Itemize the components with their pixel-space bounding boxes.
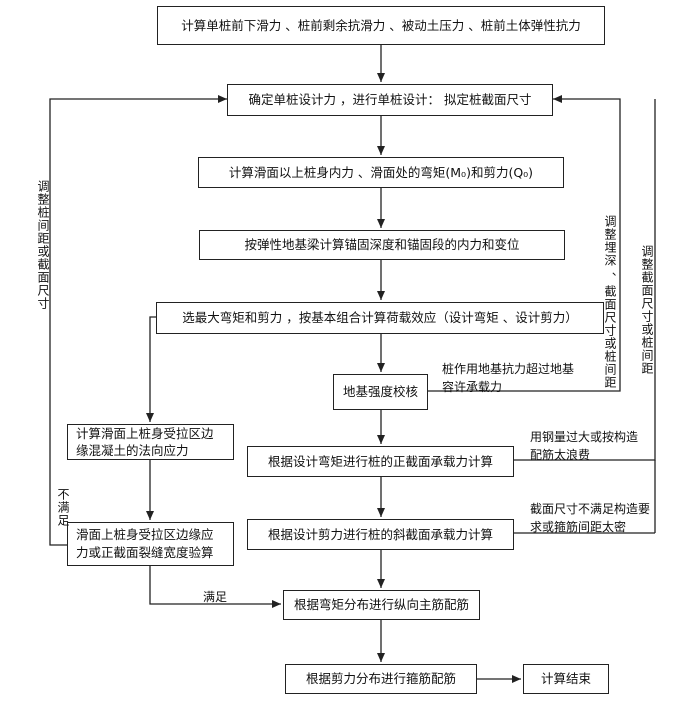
step-compute-forces-text: 计算单桩前下滑力 、桩前剩余抗滑力 、被动土压力 、桩前土体弹性抗力 [181,17,581,33]
step-normal-stress-text: 计算滑面上桩身受拉区边缘混凝土的法向应力 [76,426,214,458]
step-end: 计算结束 [523,664,609,694]
step-internal-forces: 计算滑面以上桩身内力 、滑面处的弯矩(M₀)和剪力(Q₀) [198,157,564,188]
step-normal-stress: 计算滑面上桩身受拉区边缘混凝土的法向应力 [67,424,234,460]
step-oblique-section-capacity-text: 根据设计剪力进行桩的斜截面承载力计算 [267,526,493,542]
step-determine-design-force-text: 确定单桩设计力 ，进行单桩设计： 拟定桩截面尺寸 [248,92,532,107]
step-load-effects-text: 选最大弯矩和剪力 ，按基本组合计算荷载效应（设计弯矩 、设计剪力） [182,310,578,325]
step-elastic-foundation: 按弹性地基梁计算锚固深度和锚固段的内力和变位 [199,230,565,260]
note-steel-waste: 用钢量过大或按构造配筋太浪费 [530,430,639,462]
step-normal-section-capacity-text: 根据设计弯矩进行桩的正截面承载力计算 [267,453,493,469]
step-oblique-section-capacity: 根据设计剪力进行桩的斜截面承载力计算 [247,519,514,550]
label-not-satisfied: 不满足 [56,488,70,527]
step-internal-forces-text: 计算滑面以上桩身内力 、滑面处的弯矩(M₀)和剪力(Q₀) [228,164,534,180]
label-satisfied: 满足 [203,590,228,604]
arrow-b9-b11 [149,566,281,608]
step-longitudinal-rebar-text: 根据弯矩分布进行纵向主筋配筋 [293,597,469,612]
loop-b6-b2 [428,95,621,392]
step-compute-forces: 计算单桩前下滑力 、桩前剩余抗滑力 、被动土压力 、桩前土体弹性抗力 [157,6,605,45]
label-adjust-spacing-left: 调整桩间距或截面尺寸 [36,180,50,310]
step-foundation-check: 地基强度校核 [333,374,428,410]
arrow-b5-b7 [146,316,156,422]
step-stirrup-rebar-text: 根据剪力分布进行箍筋配筋 [305,671,456,686]
note-section-size: 截面尺寸不满足构造要求或箍筋间距太密 [530,502,651,534]
step-normal-section-capacity: 根据设计弯矩进行桩的正截面承载力计算 [247,446,514,477]
loop-b8-b2 [514,99,656,461]
step-crack-check-text: 滑面上桩身受拉区边缘应力或正截面裂缝宽度验算 [76,527,214,560]
step-foundation-check-text: 地基强度校核 [342,384,418,399]
step-crack-check: 滑面上桩身受拉区边缘应力或正截面裂缝宽度验算 [67,522,234,566]
step-end-text: 计算结束 [540,671,591,686]
step-determine-design-force: 确定单桩设计力 ，进行单桩设计： 拟定桩截面尺寸 [227,84,553,116]
step-load-effects: 选最大弯矩和剪力 ，按基本组合计算荷载效应（设计弯矩 、设计剪力） [156,302,604,334]
step-elastic-foundation-text: 按弹性地基梁计算锚固深度和锚固段的内力和变位 [244,237,520,252]
loop-b9-b2 [49,95,227,546]
label-adjust-depth-right: 调整埋深 、截面尺寸或桩间距 [603,215,617,389]
step-stirrup-rebar: 根据剪力分布进行箍筋配筋 [285,664,477,694]
note-soil-capacity: 桩作用地基抗力超过地基容许承载力 [442,362,575,394]
step-longitudinal-rebar: 根据弯矩分布进行纵向主筋配筋 [283,590,480,620]
label-adjust-section-right: 调整截面尺寸或桩间距 [640,245,654,375]
